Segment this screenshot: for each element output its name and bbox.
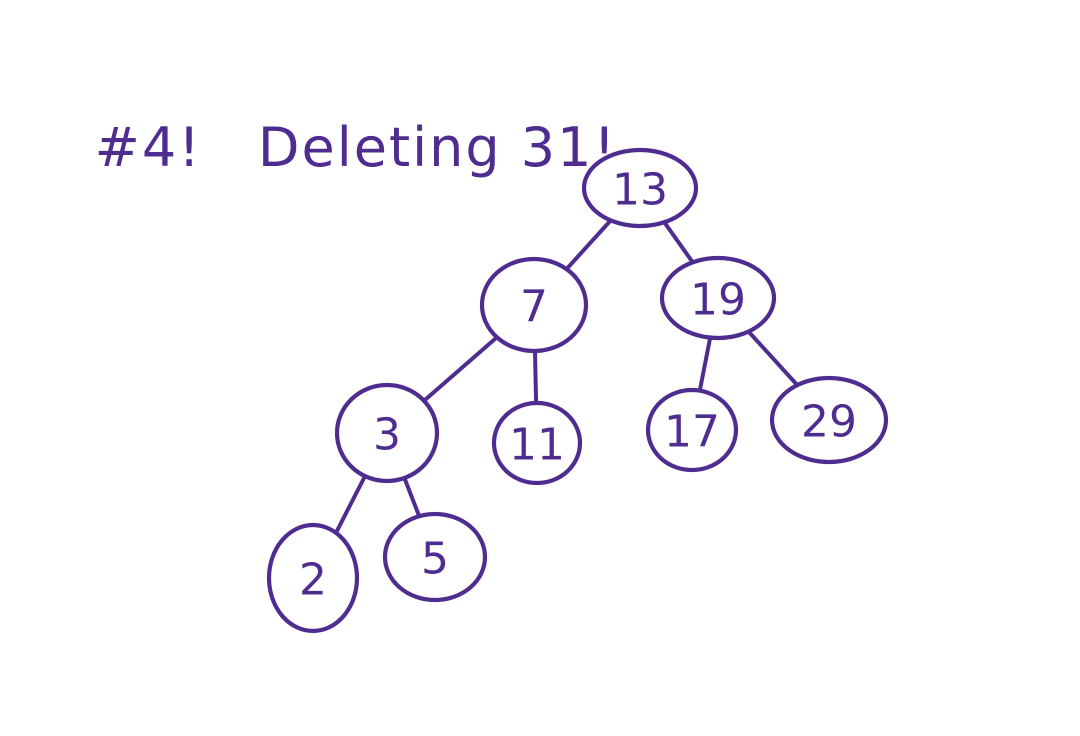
heading-number: #4! <box>94 116 202 179</box>
heading-text: Deleting 31! <box>257 116 618 179</box>
node-label: 17 <box>664 407 720 458</box>
edge-13-19 <box>662 220 695 265</box>
node-circle <box>266 522 360 634</box>
node-circle <box>334 382 440 484</box>
tree-nodes: 13 7 19 3 11 17 29 2 5 <box>266 147 889 634</box>
tree-edges <box>334 218 800 535</box>
node-circle <box>581 147 699 229</box>
edge-19-17 <box>697 335 713 393</box>
node-circle <box>769 375 889 465</box>
edge-7-3 <box>422 335 499 403</box>
heading: #4! Deleting 31! <box>18 28 617 179</box>
node-label: 19 <box>690 275 746 326</box>
tree-node-3: 3 <box>334 382 440 484</box>
tree-node-2: 2 <box>266 522 360 634</box>
node-label: 11 <box>509 420 565 471</box>
node-circle <box>491 400 583 486</box>
edge-3-5 <box>402 476 422 519</box>
node-circle <box>479 256 589 354</box>
tree-node-19: 19 <box>659 255 777 341</box>
node-circle <box>659 255 777 341</box>
tree-node-7: 7 <box>479 256 589 354</box>
node-label: 5 <box>421 534 449 585</box>
node-label: 7 <box>520 282 548 333</box>
edge-3-2 <box>334 474 367 535</box>
node-circle <box>382 511 488 603</box>
node-label: 13 <box>612 165 668 216</box>
edge-19-29 <box>746 329 800 388</box>
tree-node-17: 17 <box>645 387 739 473</box>
tree-node-13: 13 <box>581 147 699 229</box>
edge-7-11 <box>533 349 539 405</box>
tree-node-11: 11 <box>491 400 583 486</box>
tree-node-5: 5 <box>382 511 488 603</box>
edge-13-7 <box>564 218 613 272</box>
node-label: 2 <box>299 555 327 606</box>
node-label: 29 <box>801 397 857 448</box>
node-circle <box>645 387 739 473</box>
node-label: 3 <box>373 410 401 461</box>
tree-node-29: 29 <box>769 375 889 465</box>
